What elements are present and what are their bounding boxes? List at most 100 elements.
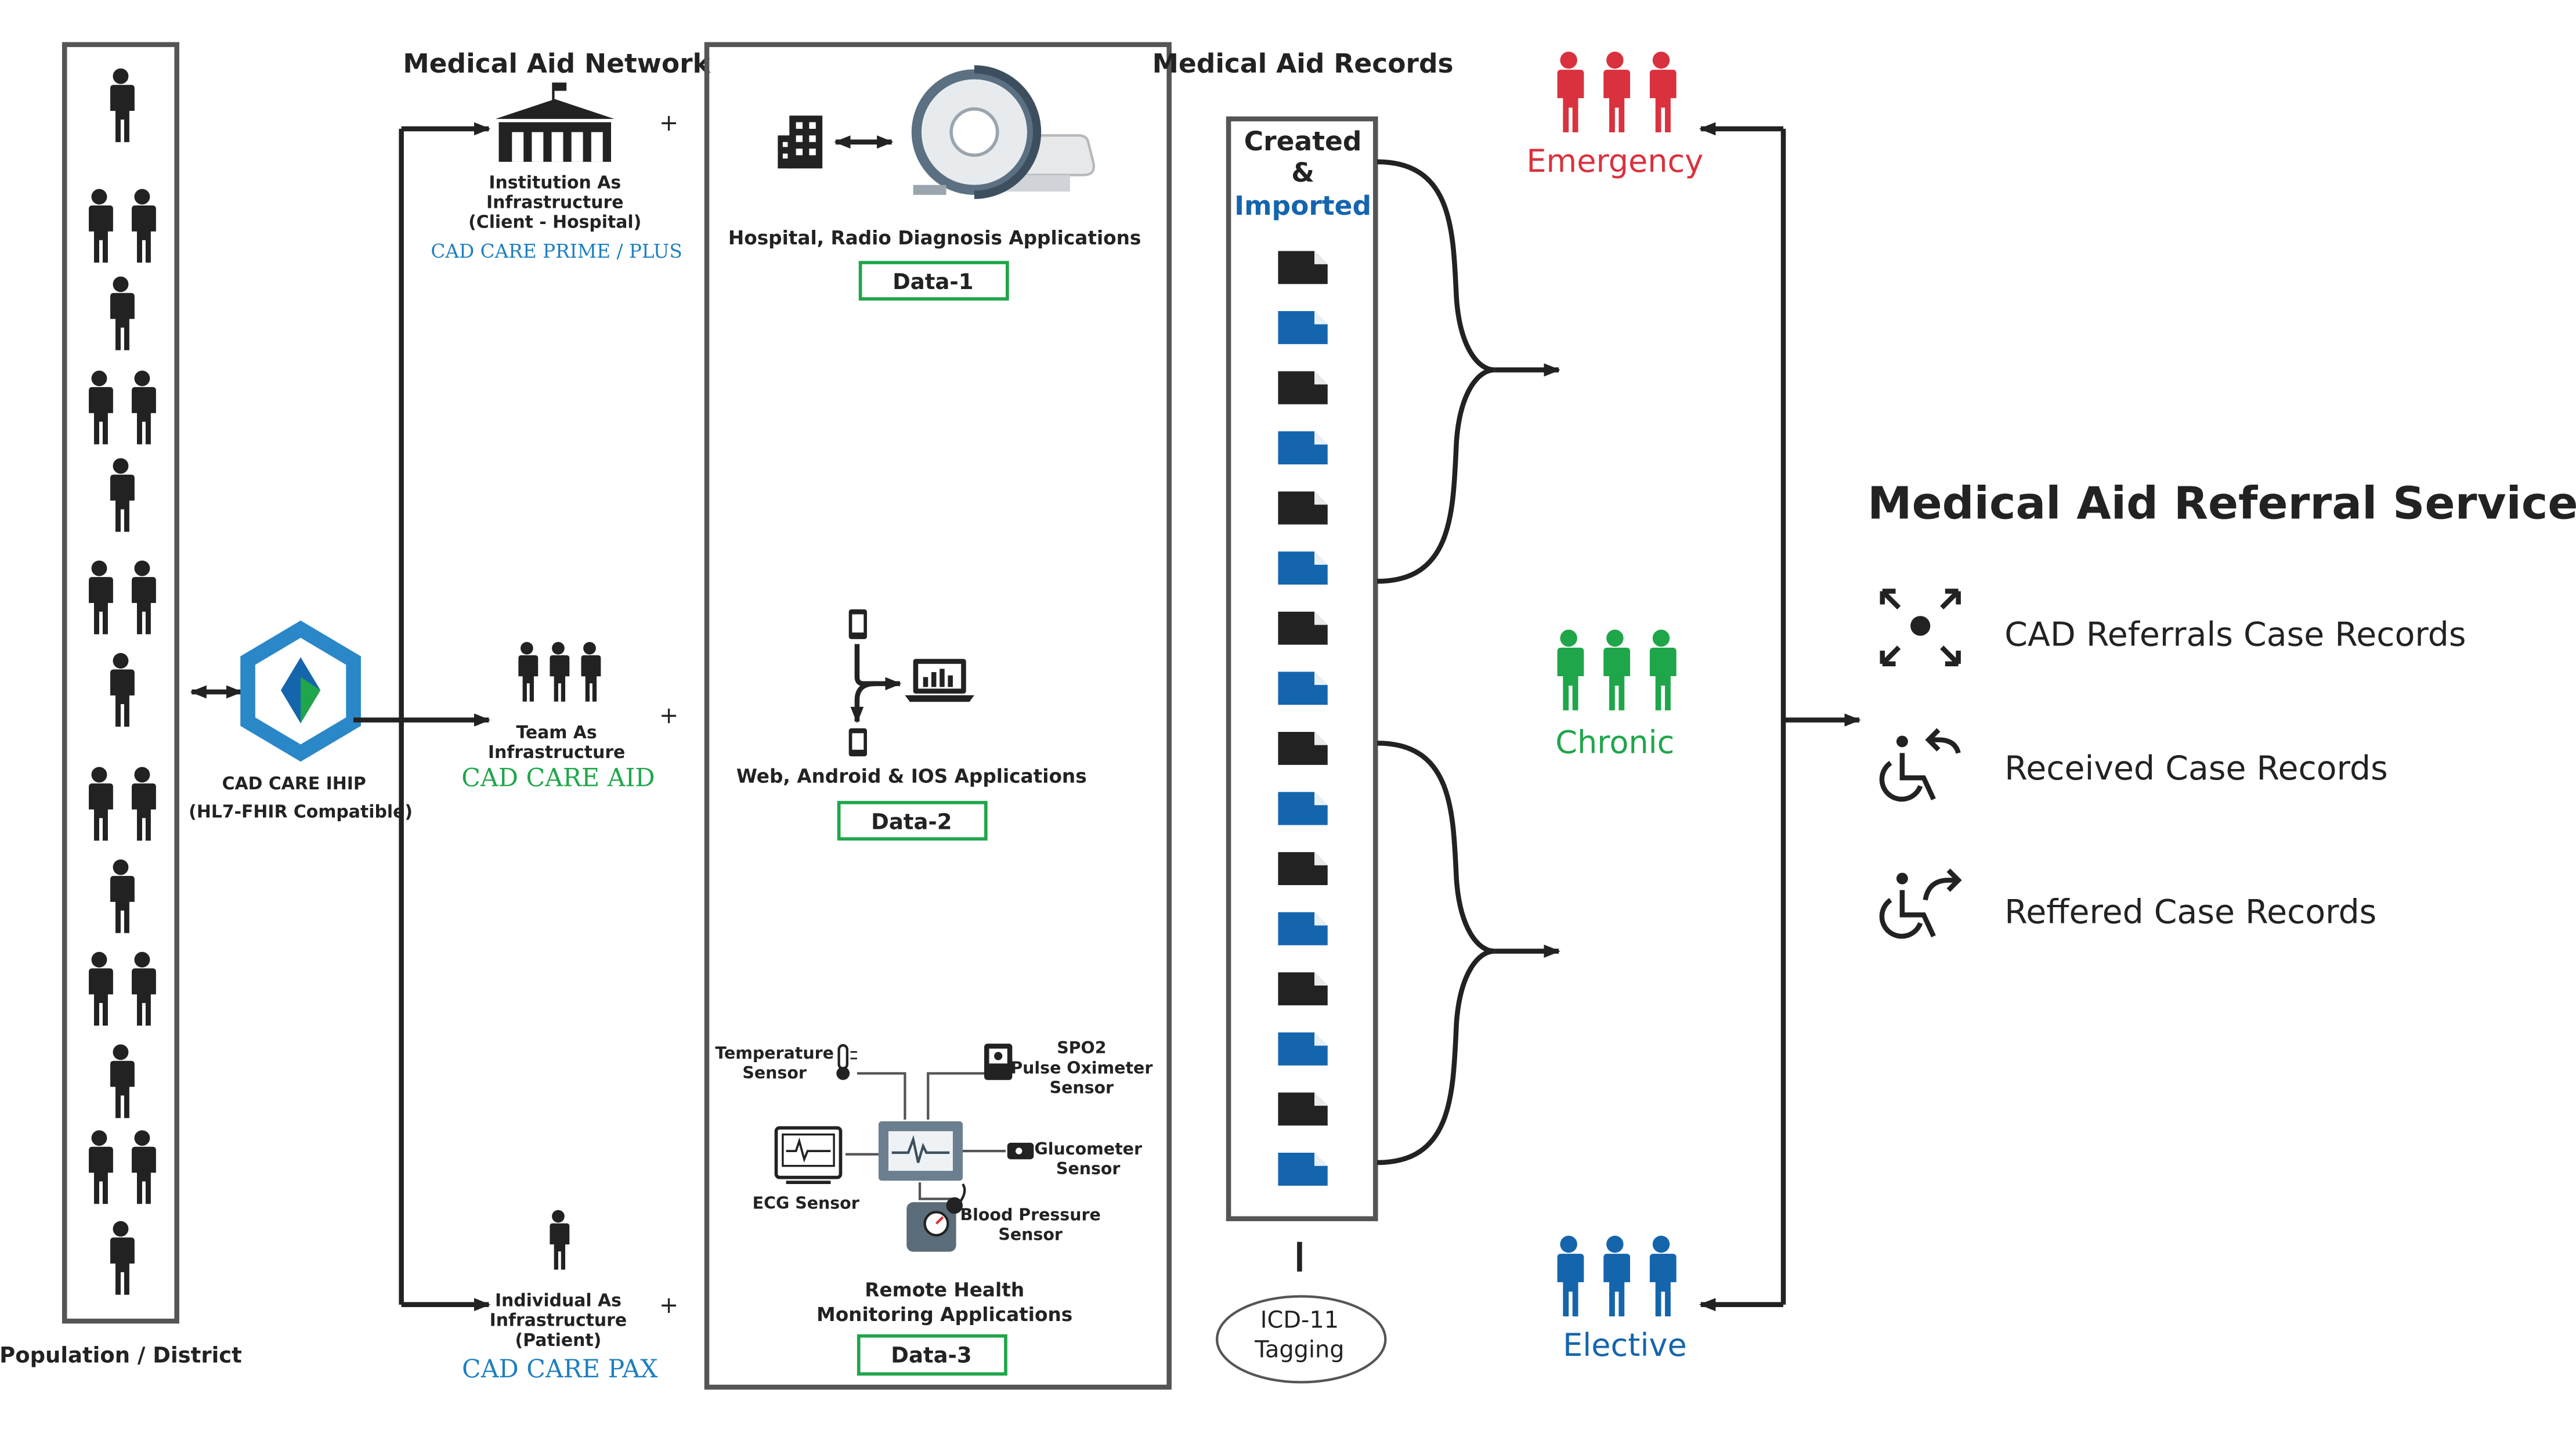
referral-item-referred: Reffered Case Records — [2004, 893, 2376, 931]
team-node: Team As Infrastructure CAD CARE AID + — [461, 641, 678, 792]
bp-label-2: Sensor — [998, 1225, 1063, 1244]
records-documents — [1278, 251, 1328, 1186]
person-icon — [89, 560, 113, 634]
phone-to-laptop-arrow — [854, 644, 902, 691]
monitor-icon — [878, 1121, 963, 1181]
mobile-phone-icon — [848, 609, 867, 640]
spo2-label-2: Pulse Oximeter — [1010, 1058, 1152, 1077]
person-icon — [132, 1130, 156, 1204]
web-apps-caption: Web, Android & IOS Applications — [736, 766, 1087, 788]
applications-panel — [704, 42, 1172, 1390]
glucometer-label-2: Sensor — [1056, 1159, 1121, 1178]
ihip-hub: CAD CARE IHIP (HL7-FHIR Compatible) — [189, 620, 413, 822]
product-pax: CAD CARE PAX — [462, 1355, 658, 1384]
records-imported: Imported — [1234, 190, 1371, 221]
network-title: Medical Aid Network — [403, 48, 711, 79]
person-icon — [132, 189, 156, 263]
team-label-1: Team As — [516, 723, 597, 743]
person-icon — [132, 370, 156, 445]
individual-label-3: (Patient) — [515, 1330, 602, 1351]
data-2-label: Data-2 — [871, 809, 952, 834]
spo2-label-1: SPO2 — [1057, 1038, 1106, 1058]
record-document-icon — [1278, 1152, 1328, 1186]
data-3-label: Data-3 — [891, 1342, 971, 1367]
individual-node: Individual As Infrastructure (Patient) C… — [462, 1210, 678, 1384]
bp-label-1: Blood Pressure — [960, 1206, 1100, 1225]
ihip-subtitle: (HL7-FHIR Compatible) — [189, 802, 413, 822]
glucometer-label-1: Glucometer — [1034, 1139, 1142, 1159]
person-icon — [110, 276, 135, 351]
product-prime-plus: CAD CARE PRIME / PLUS — [431, 240, 682, 262]
emergency-label: Emergency — [1526, 143, 1703, 179]
elective-people-icon — [1557, 1235, 1677, 1317]
person-icon — [132, 952, 156, 1026]
spo2-label-3: Sensor — [1050, 1078, 1114, 1098]
population-label: Population / District — [0, 1342, 242, 1367]
record-document-icon — [1278, 551, 1328, 585]
data-1-label: Data-1 — [893, 269, 973, 294]
referral-bracket — [1699, 122, 1861, 1312]
institution-label-3: (Client - Hospital) — [468, 212, 641, 233]
record-document-icon — [1278, 972, 1328, 1006]
ct-scanner-icon — [911, 65, 1095, 199]
referral-item-cad-referrals: CAD Referrals Case Records — [2004, 615, 2466, 654]
category-elective: Elective — [1557, 1235, 1687, 1363]
record-document-icon — [1278, 371, 1328, 405]
chronic-label: Chronic — [1555, 724, 1674, 760]
plus-institution: + — [659, 110, 678, 136]
product-aid: CAD CARE AID — [461, 763, 655, 792]
data-1-box — [858, 261, 1009, 301]
population-people — [89, 68, 156, 1295]
remote-caption-1: Remote Health — [865, 1279, 1024, 1301]
emergency-people-icon — [1557, 51, 1677, 133]
record-document-icon — [1278, 731, 1328, 765]
laptop-to-tablet-arrow — [850, 681, 876, 724]
record-document-icon — [1278, 431, 1328, 465]
institution-node: Institution As Infrastructure (Client - … — [431, 82, 682, 262]
wheelchair-referred-icon — [1879, 868, 1962, 939]
individual-label-1: Individual As — [495, 1291, 622, 1311]
ihip-name: CAD CARE IHIP — [222, 774, 366, 794]
team-label-2: Infrastructure — [488, 742, 625, 763]
network-branches — [353, 122, 491, 1312]
record-document-icon — [1278, 251, 1328, 284]
record-document-icon — [1278, 491, 1328, 525]
tablet-icon — [848, 728, 867, 757]
person-icon — [110, 1221, 135, 1295]
hospital-apps: Hospital, Radio Diagnosis Applications D… — [728, 65, 1141, 301]
record-document-icon — [1278, 611, 1328, 645]
referral-item-received: Received Case Records — [2004, 749, 2387, 788]
icd-label-1: ICD-11 — [1260, 1307, 1339, 1334]
person-icon — [110, 859, 135, 933]
glucometer-icon — [1007, 1142, 1034, 1160]
person-icon — [110, 653, 135, 727]
category-emergency: Emergency — [1526, 51, 1703, 179]
person-icon — [110, 458, 135, 532]
person-icon — [110, 1044, 135, 1118]
brace-upper — [1377, 159, 1495, 584]
wheelchair-received-icon — [1879, 728, 1961, 802]
person-icon — [110, 68, 135, 142]
individual-person-icon — [550, 1210, 570, 1270]
person-icon — [89, 767, 113, 841]
referral-title: Medical Aid Referral Services — [1867, 478, 2576, 529]
ecg-sensor-label: ECG Sensor — [753, 1194, 859, 1213]
person-icon — [89, 1130, 113, 1204]
ecg-monitor-icon — [774, 1126, 843, 1184]
population-box — [62, 42, 179, 1324]
person-icon — [89, 370, 113, 445]
record-document-icon — [1278, 852, 1328, 886]
records-title: Medical Aid Records — [1152, 48, 1454, 79]
plus-team: + — [659, 702, 678, 729]
elective-label: Elective — [1563, 1327, 1687, 1363]
hospital-apps-caption: Hospital, Radio Diagnosis Applications — [728, 227, 1141, 249]
data-2-box — [837, 800, 988, 841]
record-document-icon — [1278, 912, 1328, 945]
temp-sensor-label-1: Temperature — [715, 1044, 834, 1063]
records-ampersand: & — [1291, 157, 1314, 188]
institution-building-icon — [495, 82, 615, 162]
record-document-icon — [1278, 1092, 1328, 1126]
person-icon — [132, 767, 156, 841]
record-document-icon — [1278, 672, 1328, 705]
